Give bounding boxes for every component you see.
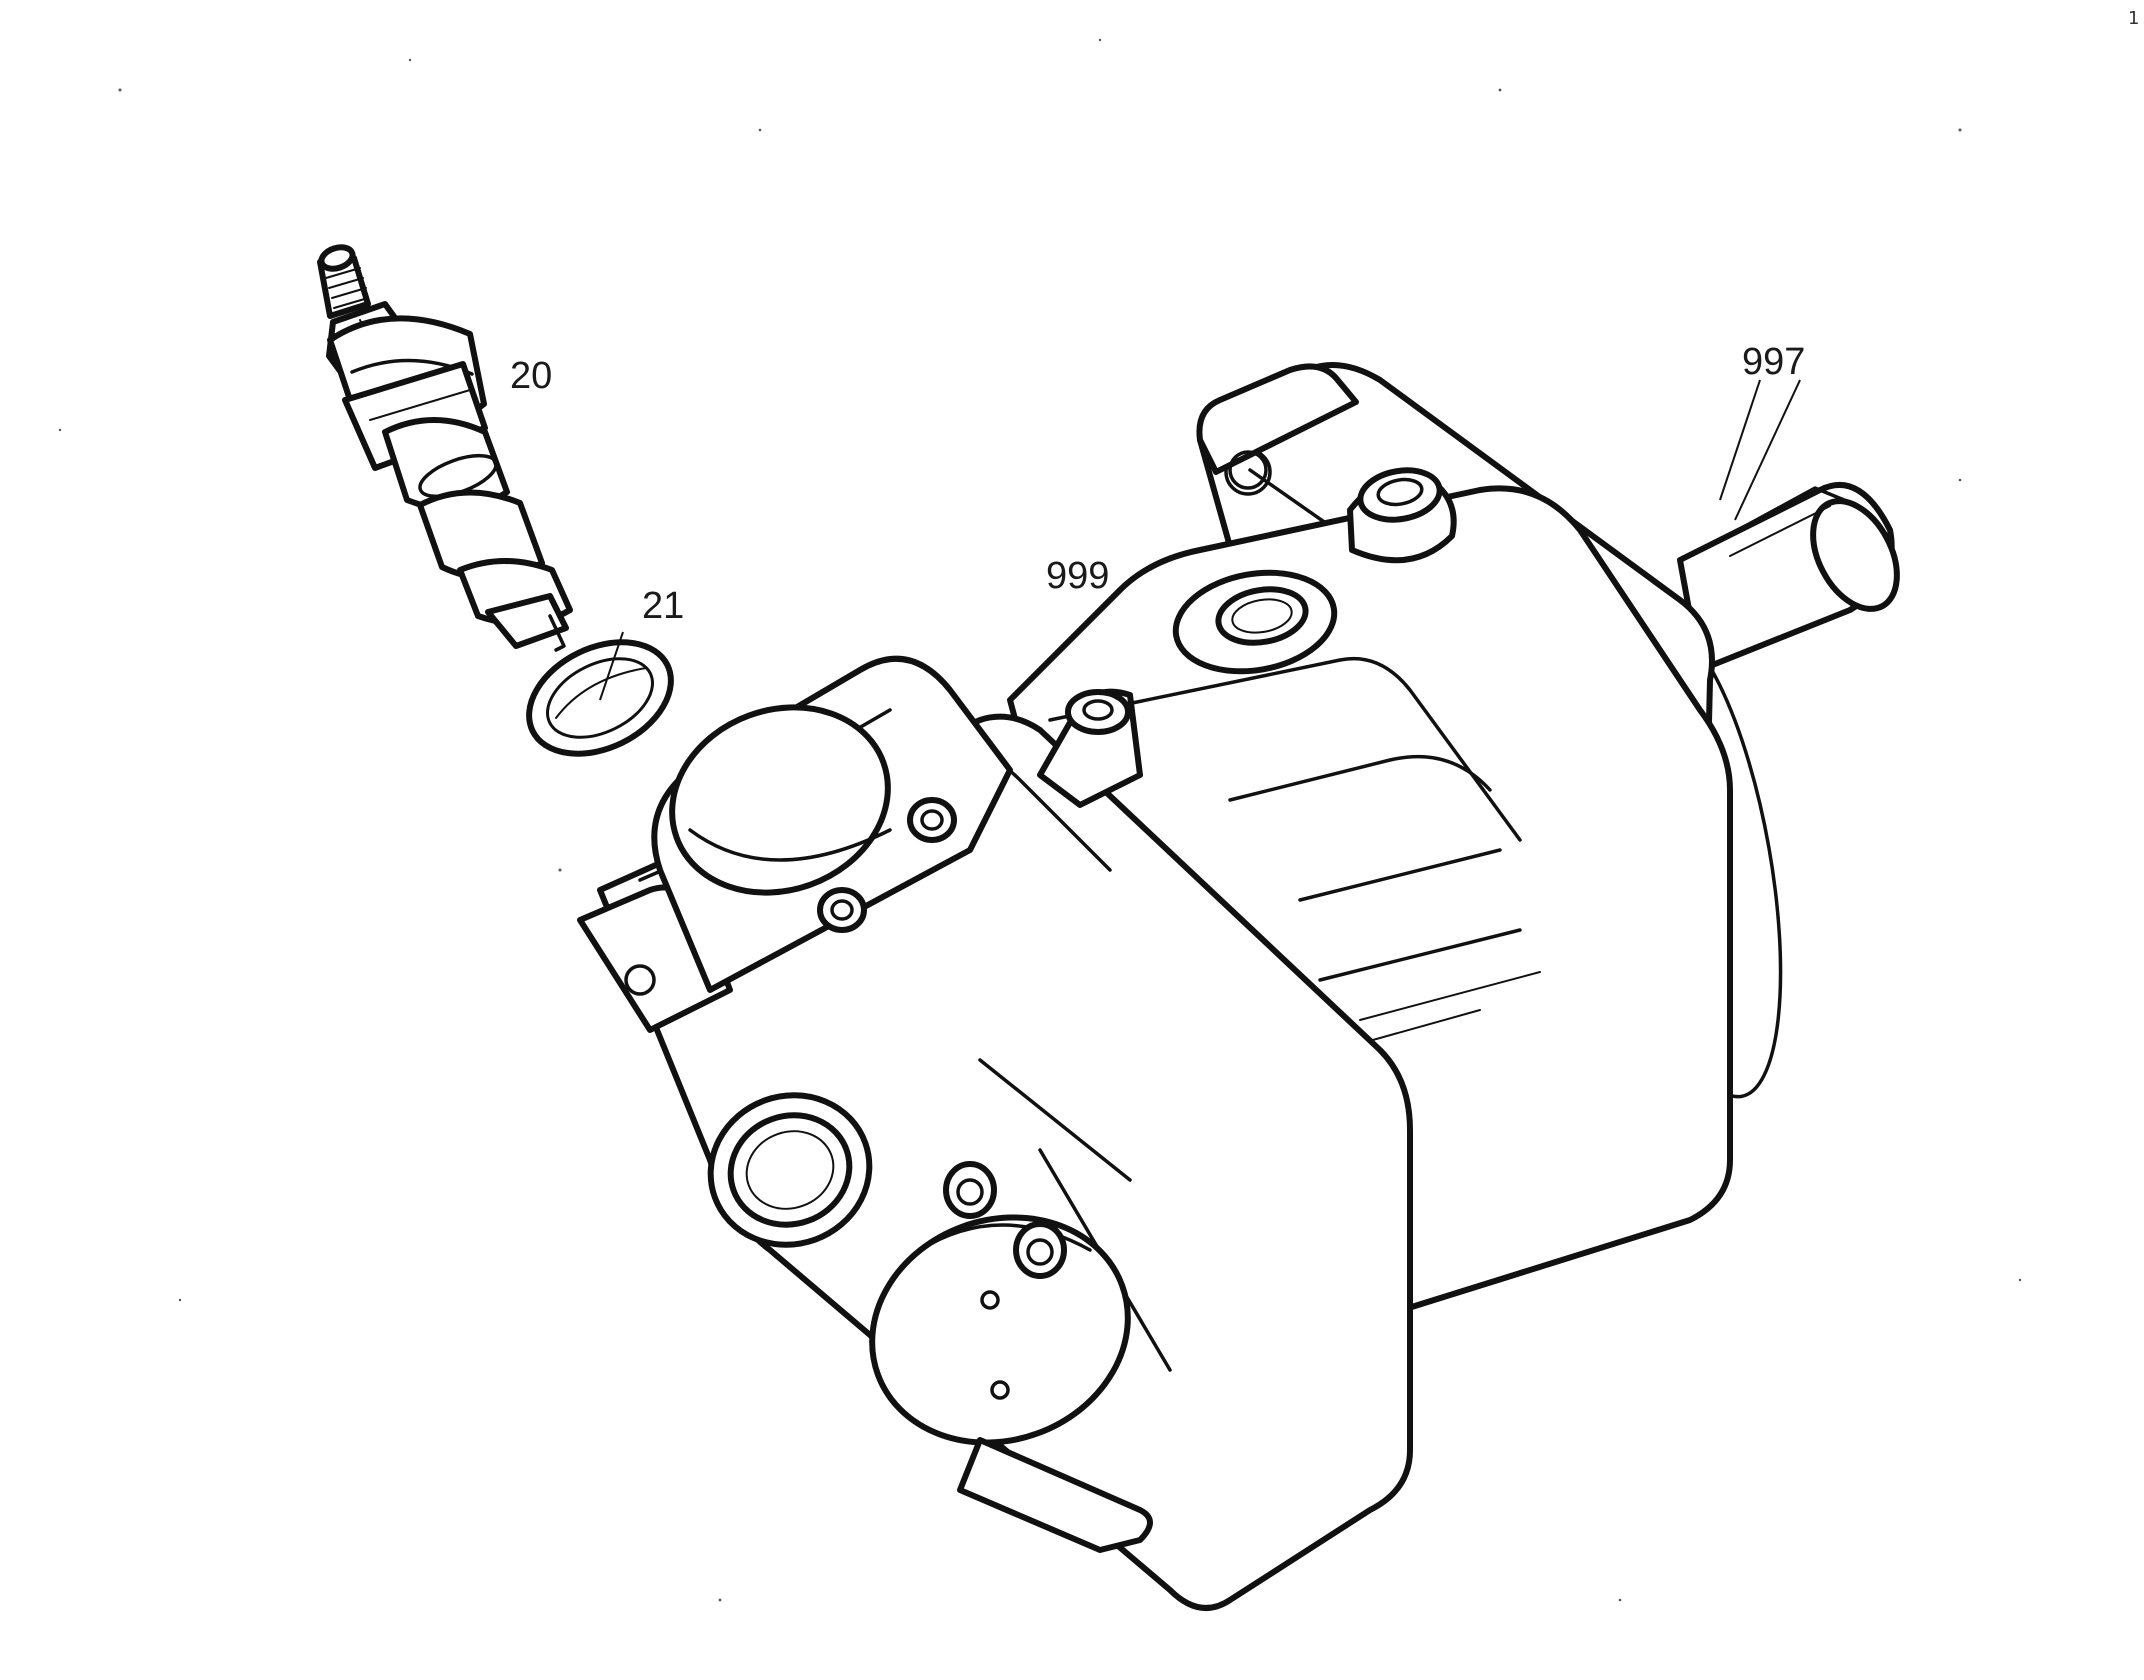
leader-lines [599,379,1801,701]
pump-housing-part-999 [577,362,1900,1611]
scan-specks [58,38,2022,1602]
corner-mark: 1 [2128,8,2139,29]
valve-cartridge-part-20 [317,244,573,652]
label-part-21: 21 [642,585,684,627]
label-part-20: 20 [510,355,552,397]
label-part-999: 999 [1046,555,1109,597]
label-part-997: 997 [1742,341,1805,383]
